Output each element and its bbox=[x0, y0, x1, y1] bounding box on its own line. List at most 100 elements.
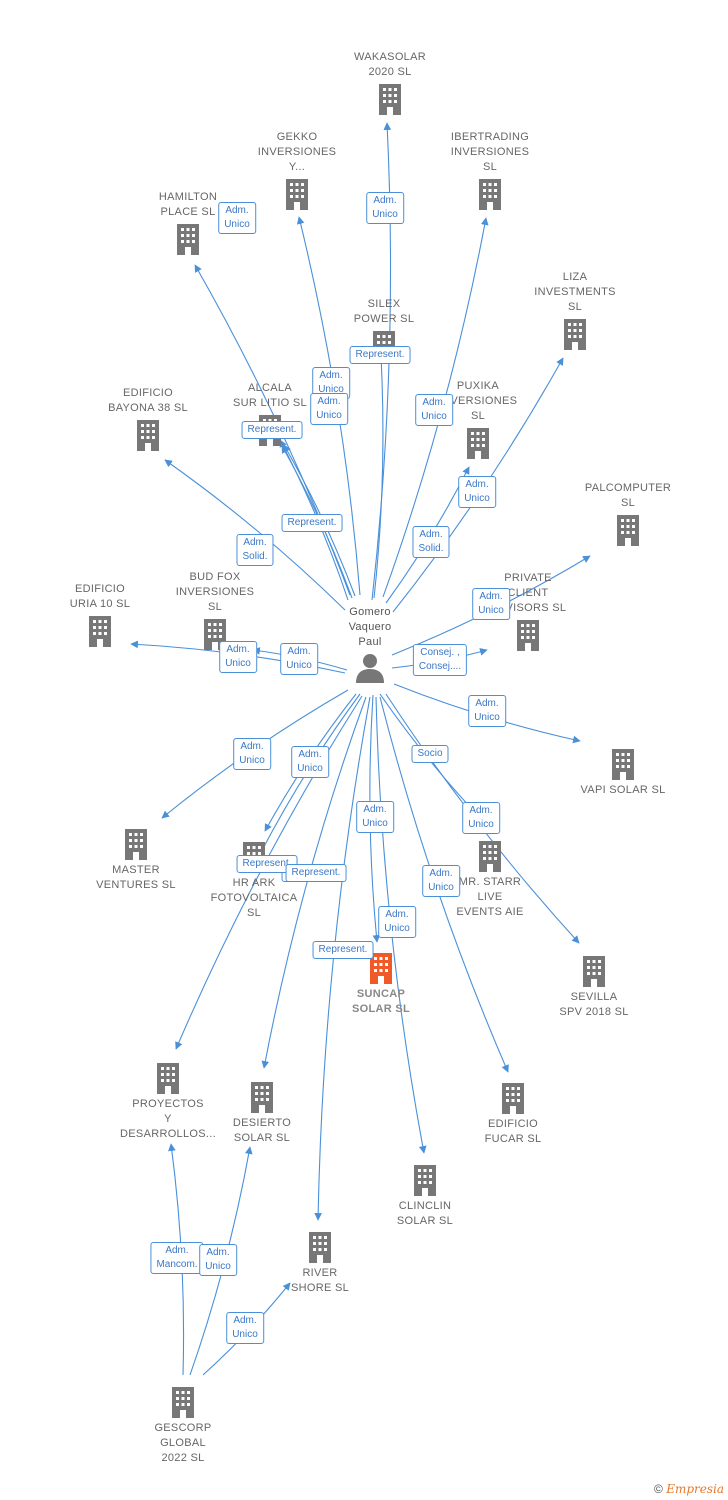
relation-badge-desierto[interactable]: Adm. Unico bbox=[199, 1244, 237, 1276]
company-node-proyectos[interactable]: PROYECTOS Y DESARROLLOS... bbox=[103, 1059, 233, 1142]
company-node-vapi[interactable]: VAPI SOLAR SL bbox=[558, 745, 688, 798]
company-node-ibertrading[interactable]: IBERTRADING INVERSIONES SL bbox=[425, 130, 555, 213]
company-label[interactable]: SEVILLA SPV 2018 SL bbox=[559, 991, 629, 1018]
person-label[interactable]: Gomero Vaquero Paul bbox=[348, 606, 392, 648]
company-label[interactable]: EDIFICIO BAYONA 38 SL bbox=[108, 387, 188, 414]
relation-badge-alcala[interactable]: Represent. bbox=[241, 421, 303, 439]
company-node-sevilla[interactable]: SEVILLA SPV 2018 SL bbox=[529, 952, 659, 1020]
company-label[interactable]: MR. STARR LIVE EVENTS AIE bbox=[456, 876, 524, 918]
relation-badge-mr-starr[interactable]: Socio bbox=[411, 745, 449, 763]
company-label[interactable]: GEKKO INVERSIONES Y... bbox=[257, 131, 337, 173]
building-icon-shape bbox=[617, 515, 639, 546]
company-label[interactable]: EDIFICIO FUCAR SL bbox=[484, 1118, 542, 1145]
building-icon-shape bbox=[370, 953, 392, 984]
brand-name: Empresia bbox=[666, 1482, 724, 1496]
building-icon-shape bbox=[502, 1083, 524, 1114]
relation-badge-silex[interactable]: Represent. bbox=[349, 346, 411, 364]
building-icon bbox=[197, 1080, 327, 1114]
company-label[interactable]: BUD FOX INVERSIONES SL bbox=[175, 571, 255, 613]
company-label[interactable]: EDIFICIO URIA 10 SL bbox=[69, 583, 131, 610]
relation-badge-master[interactable]: Adm. Unico bbox=[233, 738, 271, 770]
company-label[interactable]: GESCORP GLOBAL 2022 SL bbox=[154, 1422, 212, 1464]
building-icon bbox=[510, 317, 640, 351]
relation-badge-suncap[interactable]: Adm. Unico bbox=[356, 801, 394, 833]
company-node-bud-fox[interactable]: BUD FOX INVERSIONES SL bbox=[150, 570, 280, 653]
relation-badge-ibertrading[interactable]: Adm. Unico bbox=[415, 394, 453, 426]
building-icon-shape bbox=[177, 224, 199, 255]
company-node-hamilton[interactable]: HAMILTON PLACE SL bbox=[123, 190, 253, 258]
relation-badge-wakasolar[interactable]: Adm. Unico bbox=[366, 192, 404, 224]
relation-badge-edificio-bayona[interactable]: Adm. Solid. bbox=[236, 534, 274, 566]
building-icon bbox=[563, 513, 693, 547]
company-label[interactable]: DESIERTO SOLAR SL bbox=[232, 1117, 292, 1144]
company-node-puxika[interactable]: PUXIKA INVERSIONES SL bbox=[413, 379, 543, 462]
person-node[interactable]: Gomero Vaquero Paul bbox=[305, 605, 435, 686]
building-icon bbox=[118, 1385, 248, 1419]
company-label[interactable]: ALCALA SUR LITIO SL bbox=[233, 382, 307, 409]
company-node-liza[interactable]: LIZA INVESTMENTS SL bbox=[510, 270, 640, 353]
company-label[interactable]: PROYECTOS Y DESARROLLOS... bbox=[120, 1098, 216, 1140]
building-icon-shape bbox=[612, 749, 634, 780]
company-node-master[interactable]: MASTER VENTURES SL bbox=[71, 825, 201, 893]
company-node-mr-starr[interactable]: MR. STARR LIVE EVENTS AIE bbox=[425, 837, 555, 920]
company-node-wakasolar[interactable]: WAKASOLAR 2020 SL bbox=[325, 50, 455, 118]
company-label[interactable]: WAKASOLAR 2020 SL bbox=[354, 51, 426, 78]
building-icon bbox=[448, 1081, 578, 1115]
relation-badge-sevilla[interactable]: Adm. Unico bbox=[462, 802, 500, 834]
company-label[interactable]: CLINCLIN SOLAR SL bbox=[396, 1200, 454, 1227]
relation-badge-edificio-uria[interactable]: Adm. Unico bbox=[219, 641, 257, 673]
relation-badge-river[interactable]: Represent. bbox=[312, 941, 374, 959]
relation-badge-hamilton[interactable]: Adm. Unico bbox=[218, 202, 256, 234]
company-node-suncap[interactable]: SUNCAP SOLAR SL bbox=[316, 949, 446, 1017]
company-label[interactable]: MASTER VENTURES SL bbox=[96, 864, 176, 891]
company-node-palcomputer[interactable]: PALCOMPUTER SL bbox=[563, 481, 693, 549]
building-icon-shape bbox=[517, 620, 539, 651]
company-label[interactable]: PUXIKA INVERSIONES SL bbox=[438, 380, 518, 422]
relation-badge-puxika[interactable]: Adm. Unico bbox=[458, 476, 496, 508]
building-icon-shape bbox=[286, 179, 308, 210]
building-icon bbox=[83, 418, 213, 452]
relation-badge-liza[interactable]: Adm. Solid. bbox=[412, 526, 450, 558]
company-label[interactable]: SILEX POWER SL bbox=[353, 298, 415, 325]
company-label[interactable]: HAMILTON PLACE SL bbox=[158, 191, 218, 218]
relation-badge-proyectos[interactable]: Represent. bbox=[236, 855, 298, 873]
relation-badge-desierto[interactable]: Represent. bbox=[285, 864, 347, 882]
relation-badge-vapi[interactable]: Adm. Unico bbox=[468, 695, 506, 727]
company-label[interactable]: PALCOMPUTER SL bbox=[584, 482, 672, 509]
building-icon-shape bbox=[583, 956, 605, 987]
company-node-gescorp[interactable]: GESCORP GLOBAL 2022 SL bbox=[118, 1383, 248, 1466]
building-icon bbox=[325, 82, 455, 116]
company-node-river[interactable]: RIVER SHORE SL bbox=[255, 1228, 385, 1296]
relation-badge-river[interactable]: Adm. Unico bbox=[226, 1312, 264, 1344]
company-label[interactable]: VAPI SOLAR SL bbox=[580, 784, 666, 796]
relation-badge-alcala[interactable]: Adm. Unico bbox=[310, 393, 348, 425]
company-node-clinclin[interactable]: CLINCLIN SOLAR SL bbox=[360, 1161, 490, 1229]
company-node-gekko[interactable]: GEKKO INVERSIONES Y... bbox=[232, 130, 362, 213]
company-label[interactable]: IBERTRADING INVERSIONES SL bbox=[450, 131, 530, 173]
company-label[interactable]: RIVER SHORE SL bbox=[290, 1267, 350, 1294]
relation-badge-clinclin[interactable]: Adm. Unico bbox=[378, 906, 416, 938]
relation-badge-edificio-fucar[interactable]: Adm. Unico bbox=[422, 865, 460, 897]
building-icon-shape bbox=[414, 1165, 436, 1196]
company-node-edificio-bayona[interactable]: EDIFICIO BAYONA 38 SL bbox=[83, 386, 213, 454]
building-icon bbox=[360, 1163, 490, 1197]
building-icon-shape bbox=[89, 616, 111, 647]
relation-badge-private-client[interactable]: Consej. , Consej.... bbox=[412, 644, 468, 676]
relation-badge-alcala[interactable]: Represent. bbox=[281, 514, 343, 532]
relation-edge-edificio-bayona bbox=[164, 459, 346, 611]
relation-edge-silex bbox=[373, 356, 386, 599]
relation-badge-bud-fox[interactable]: Adm. Unico bbox=[280, 643, 318, 675]
company-label[interactable]: HR ARK FOTOVOLTAICA SL bbox=[210, 877, 298, 919]
building-icon-shape bbox=[479, 841, 501, 872]
building-icon-shape bbox=[479, 179, 501, 210]
company-node-edificio-uria[interactable]: EDIFICIO URIA 10 SL bbox=[35, 582, 165, 650]
relation-badge-proyectos[interactable]: Adm. Mancom. bbox=[150, 1242, 204, 1274]
building-icon bbox=[558, 747, 688, 781]
company-label[interactable]: SUNCAP SOLAR SL bbox=[351, 988, 410, 1015]
company-label[interactable]: LIZA INVESTMENTS SL bbox=[534, 271, 616, 313]
relation-badge-hr-ark[interactable]: Adm. Unico bbox=[291, 746, 329, 778]
company-node-edificio-fucar[interactable]: EDIFICIO FUCAR SL bbox=[448, 1079, 578, 1147]
company-node-desierto[interactable]: DESIERTO SOLAR SL bbox=[197, 1078, 327, 1146]
relation-badge-palcomputer[interactable]: Adm. Unico bbox=[472, 588, 510, 620]
building-icon bbox=[255, 1230, 385, 1264]
